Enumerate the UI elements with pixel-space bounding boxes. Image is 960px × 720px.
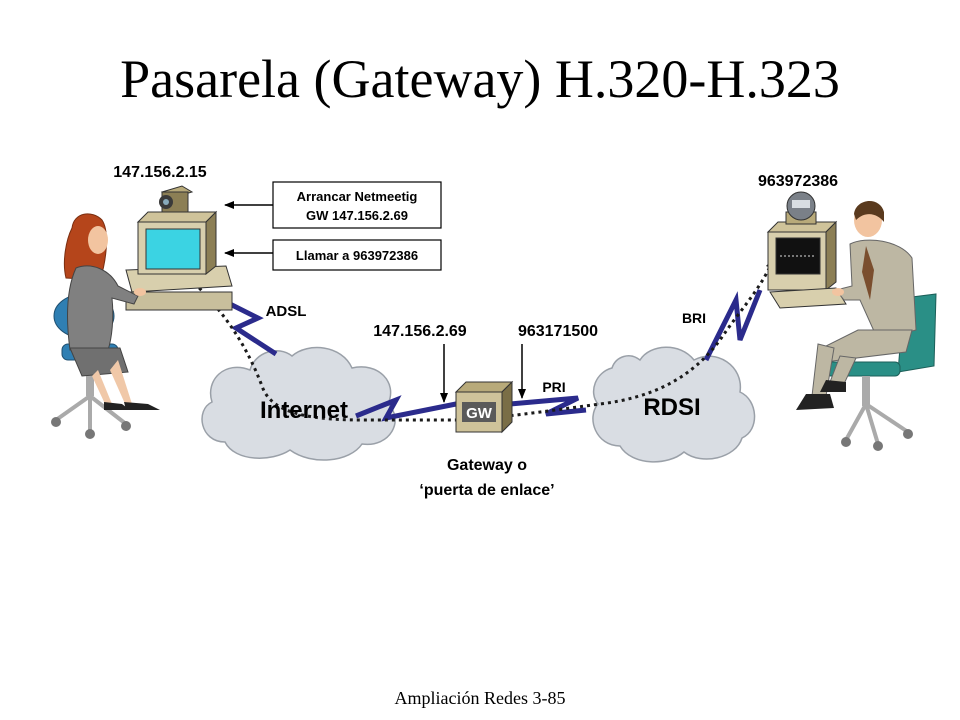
left-computer	[125, 185, 233, 311]
internet-cloud-label: Internet	[260, 397, 348, 424]
gateway-ip-label: 147.156.2.69	[373, 323, 467, 340]
slide-title: Pasarela (Gateway) H.320-H.323	[120, 49, 840, 109]
gateway-caption-line2: ‘puerta de enlace’	[419, 482, 554, 499]
left-pc-ip-label: 147.156.2.15	[113, 164, 207, 181]
slide-footer: Ampliación Redes 3-85	[394, 688, 566, 708]
callout-call-number	[272, 239, 442, 271]
gateway-number-label: 963171500	[518, 323, 598, 340]
right-terminal	[766, 191, 847, 309]
gateway-caption-line1: Gateway o	[447, 457, 527, 474]
man-user	[796, 200, 937, 451]
woman-user	[51, 213, 160, 439]
gateway-device	[454, 380, 514, 434]
adsl-link-label: ADSL	[266, 303, 307, 320]
callout-call-text: Llamar a 963972386	[296, 248, 418, 263]
pri-link	[509, 395, 587, 417]
callout-start-line1: Arrancar Netmeetig	[297, 189, 418, 204]
internet-cloud	[201, 346, 396, 461]
gateway-box-label: GW	[466, 405, 493, 422]
pri-link-label: PRI	[542, 379, 565, 395]
bri-link-label: BRI	[682, 310, 706, 326]
callout-start-line2: GW 147.156.2.69	[306, 208, 408, 223]
rdsi-cloud	[592, 346, 756, 463]
rdsi-cloud-label: RDSI	[643, 394, 700, 421]
bri-link	[703, 289, 763, 362]
callout-start-netmeeting	[272, 181, 442, 229]
adsl-link	[220, 297, 278, 357]
right-terminal-number-label: 963972386	[758, 173, 838, 190]
internet-gw-link	[355, 395, 457, 422]
